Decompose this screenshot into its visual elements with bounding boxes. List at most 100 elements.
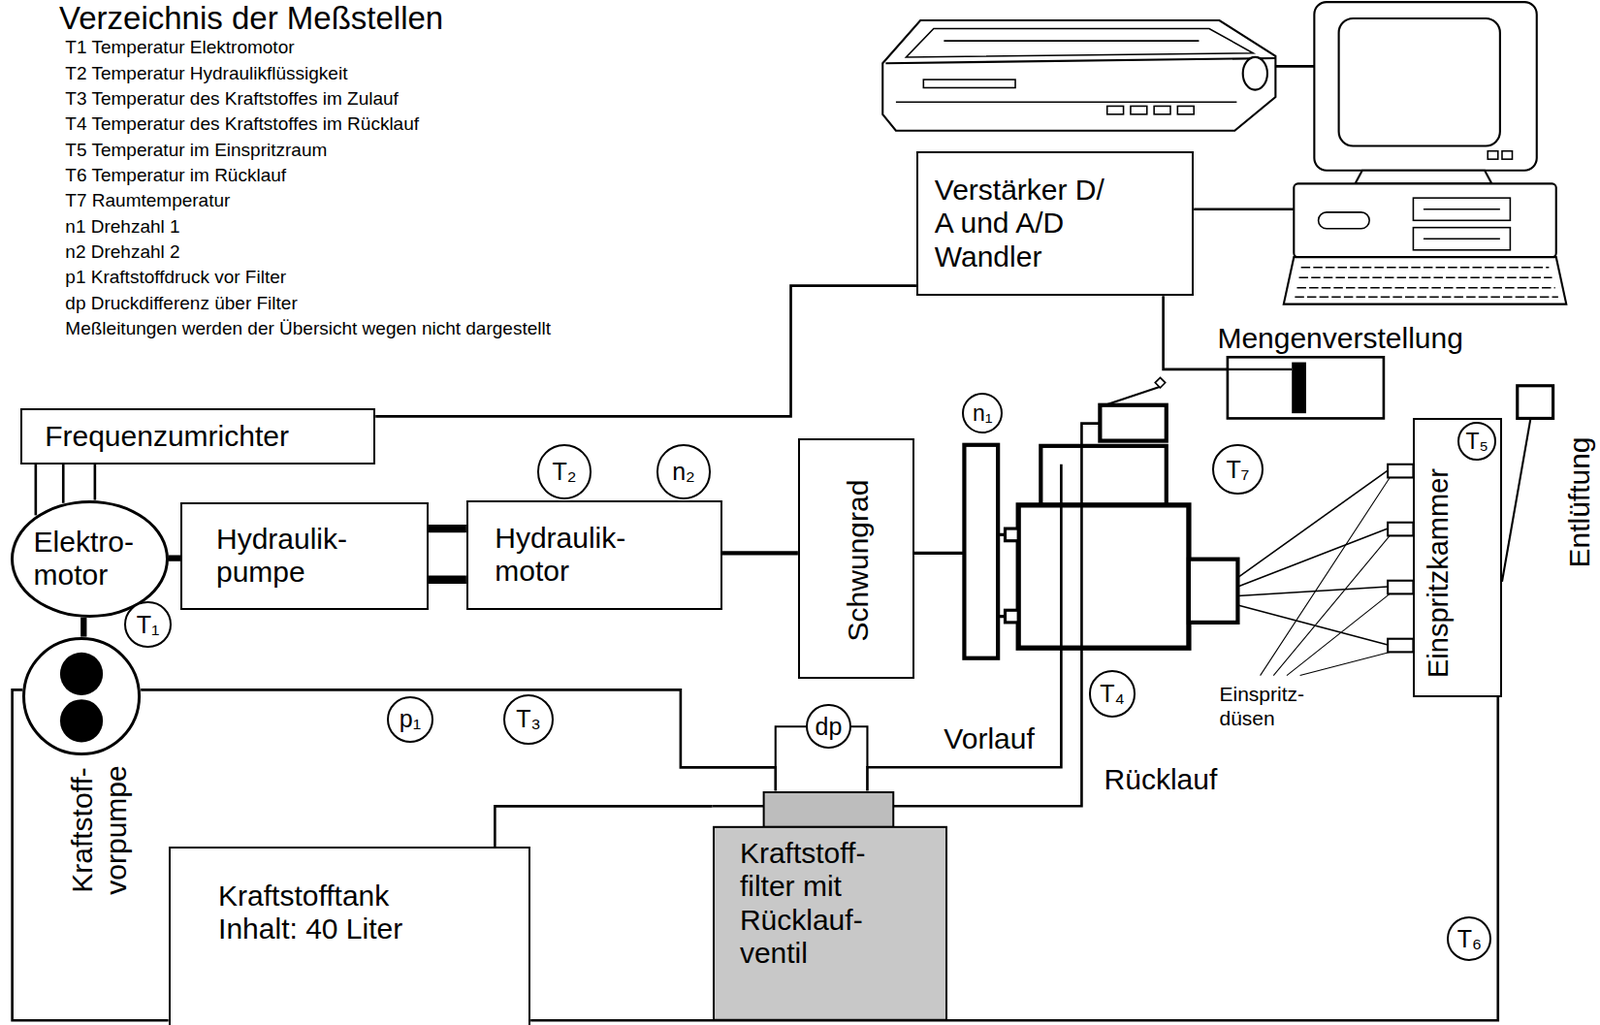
paper-slot — [943, 39, 1199, 42]
actuator-box: Mengenverstellung — [1227, 356, 1384, 418]
piston-rod — [1227, 368, 1292, 371]
amplifier-box: Verstärker D/ A und A/D Wandler — [916, 151, 1194, 296]
fuel-line — [140, 689, 776, 791]
node-label: Schwungrad — [841, 479, 876, 641]
injection-chamber: EinspritzkammerT₅ — [1412, 417, 1503, 697]
drive-slot — [1423, 209, 1501, 240]
measurement-id: T₆ — [1457, 927, 1482, 952]
pump-outlet — [1188, 559, 1239, 623]
gear-pump: Kraftstoff- vorpumpe — [22, 637, 141, 756]
pump-gear — [60, 699, 103, 742]
pump-mount — [1005, 528, 1020, 542]
fuel-line — [530, 697, 1499, 1022]
flywheel-box: Schwungrad — [798, 438, 915, 678]
printer-cover — [905, 28, 1253, 57]
node-label: Hydraulik- motor — [494, 521, 640, 589]
keyboard-keys — [1294, 267, 1558, 298]
printer — [882, 20, 1276, 131]
printer-button — [1177, 105, 1194, 114]
computer-case — [1293, 183, 1556, 257]
motor-box: Hydraulik- motor — [466, 500, 723, 611]
fuel-line — [12, 689, 169, 1021]
printer-body — [882, 20, 1276, 131]
measurement-circle: T₁ — [124, 601, 171, 648]
injection-nozzle — [1387, 580, 1413, 595]
monitor-button — [1502, 151, 1513, 160]
vent-cap — [1517, 385, 1554, 419]
measurement-id: n₂ — [672, 459, 696, 484]
actuator-piston — [1291, 362, 1307, 415]
shaft — [914, 534, 1006, 616]
pump-outline — [22, 637, 141, 756]
part-label: Einspritz- düsen — [1218, 681, 1316, 731]
power-line — [34, 464, 38, 516]
measurement-circle: T₆ — [1446, 916, 1492, 961]
return-line — [893, 423, 1101, 807]
printer-knob — [1243, 57, 1268, 91]
monitor-stand — [1354, 170, 1492, 185]
actuator — [1227, 356, 1384, 418]
printer-display — [923, 79, 1016, 88]
node-label: Verstärker D/ A und A/D Wandler — [934, 173, 1129, 275]
drive-shaft — [722, 550, 799, 555]
monitor-button — [1487, 151, 1499, 160]
node-label: Einspritzkammer — [1422, 468, 1455, 678]
node-label: Frequenzumrichter — [44, 419, 289, 454]
measurement-id: T₃ — [515, 706, 541, 732]
measurement-point-entry: p1 Kraftstoffdruck vor Filter — [64, 266, 287, 288]
node-label: Hydraulik- pumpe — [216, 522, 362, 590]
node-label: Mengenverstellung — [1216, 321, 1464, 356]
leader-line — [1260, 477, 1391, 675]
lever-joint — [1154, 377, 1166, 388]
printer-button — [1153, 105, 1171, 114]
printer-edge — [885, 58, 1276, 64]
drive-shaft — [80, 617, 87, 638]
line-label: Rücklauf — [1104, 763, 1218, 798]
measurement-point-entry: T3 Temperatur des Kraftstoffes im Zulauf — [64, 88, 399, 110]
measurement-point-entry: T2 Temperatur Hydraulikflüssigkeit — [64, 63, 348, 85]
nozzles — [1237, 385, 1553, 676]
measurement-id: n₁ — [972, 402, 993, 425]
actuator-cylinder — [1227, 356, 1384, 418]
measurement-point-entry: T6 Temperatur im Rücklauf — [64, 164, 287, 187]
injection-nozzle — [1387, 464, 1413, 479]
injection-nozzle — [1387, 522, 1413, 537]
data-cable — [1275, 64, 1314, 68]
pump-mount — [1005, 609, 1020, 623]
measurement-id: T₁ — [136, 612, 160, 638]
measurement-id: T₂ — [551, 459, 576, 484]
case-button — [1318, 212, 1371, 229]
measurement-circle: dp — [805, 704, 851, 749]
measurement-circle: T₃ — [503, 694, 555, 746]
printer-edge — [896, 100, 1237, 103]
injection-nozzle — [1387, 639, 1413, 653]
pump-governor — [1040, 446, 1166, 506]
note-text: Meßleitungen werden der Übersicht wegen … — [64, 318, 551, 340]
pump-box: Hydraulik- pumpe — [180, 502, 429, 611]
signal-line — [375, 286, 917, 417]
pump-head — [1099, 405, 1166, 442]
fuel-filter: Kraftstoff- filter mit Rücklauf- ventil — [712, 791, 948, 1022]
measurement-id: p₁ — [399, 706, 421, 732]
line-label: Vorlauf — [943, 722, 1034, 757]
pump-housing — [24, 638, 140, 754]
measurement-circle: T₂ — [537, 444, 593, 500]
converter-box: Frequenzumrichter — [20, 408, 376, 465]
printer-button — [1107, 105, 1124, 114]
pump-body — [1018, 505, 1189, 648]
part-label: Entlüftung — [1565, 436, 1595, 568]
measurement-circle: T₅ — [1457, 421, 1497, 461]
node-label: Kraftstoff- filter mit Rücklauf- ventil — [739, 836, 886, 971]
vent-line — [1502, 417, 1531, 581]
power-line — [94, 464, 97, 501]
measurement-point-entry: T5 Temperatur im Einspritzraum — [64, 139, 327, 161]
coupling-disk — [963, 445, 998, 659]
hydraulic-line — [428, 575, 467, 583]
drive-shaft — [168, 554, 182, 561]
measurement-point-entry: n2 Drehzahl 2 — [64, 241, 180, 263]
list-heading: Verzeichnis der Meßstellen — [59, 1, 444, 34]
filter-body — [713, 826, 947, 1020]
measurement-circle: p₁ — [386, 696, 434, 743]
measurement-point-entry: T7 Raumtemperatur — [64, 190, 230, 212]
monitor-housing — [1313, 1, 1536, 171]
